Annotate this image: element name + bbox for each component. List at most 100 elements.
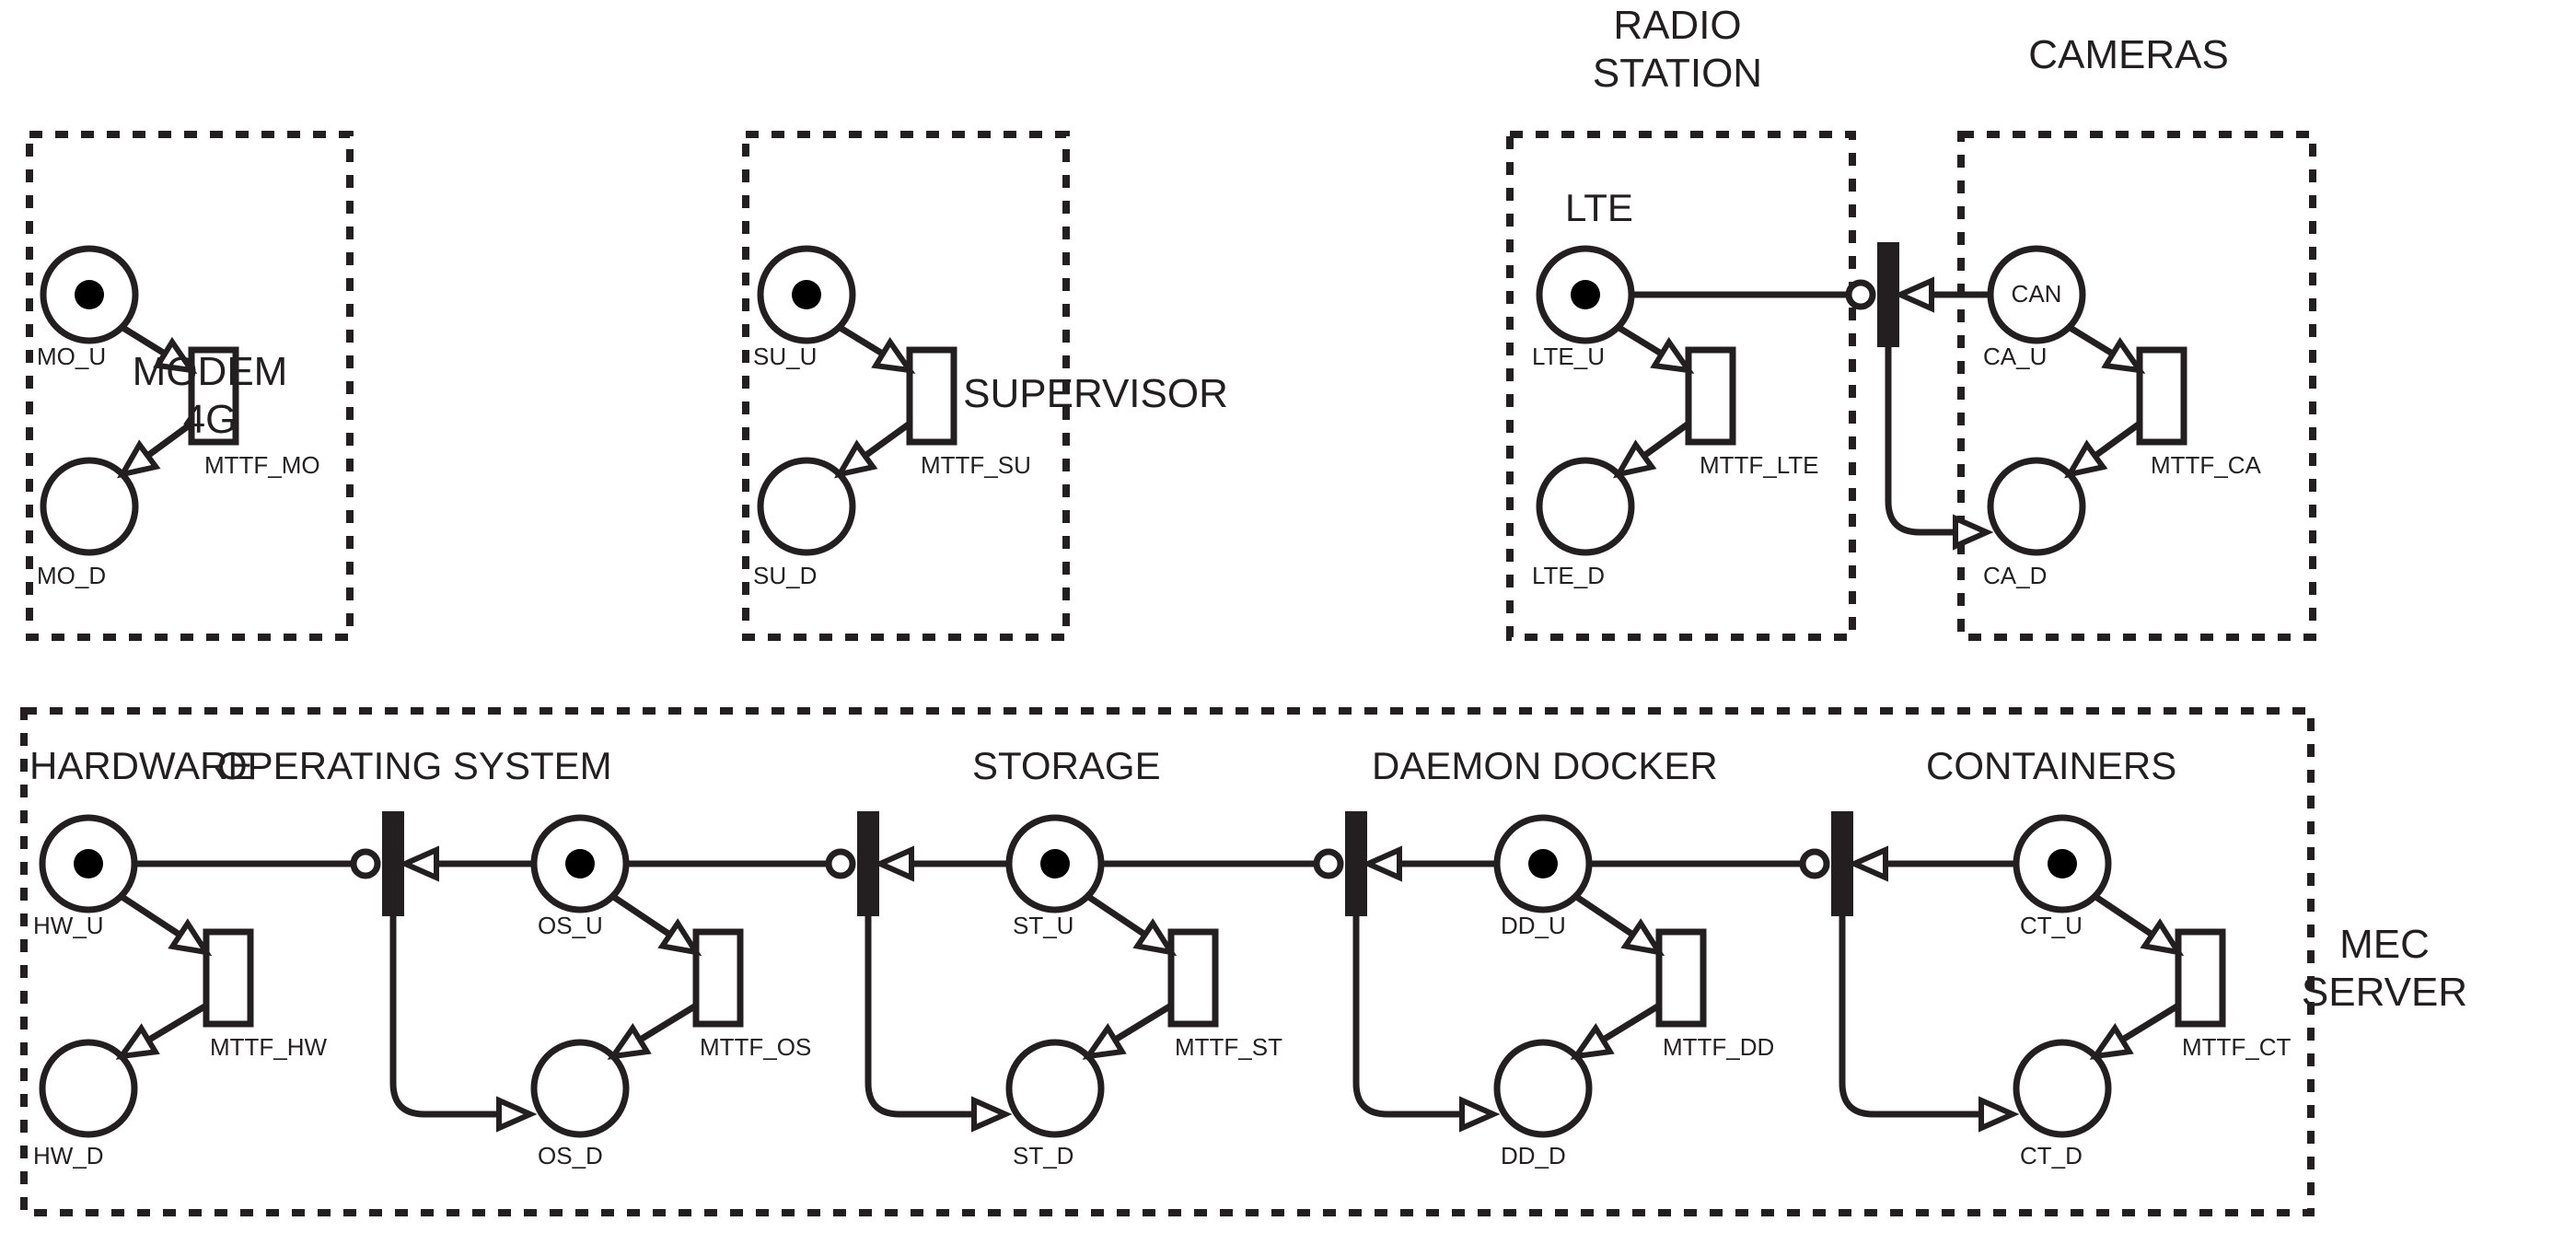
arc-ca_u-to-mttf_ca [2067, 324, 2118, 359]
group-label-supervisor: SUPERVISOR [963, 371, 1228, 416]
group-label-radio: RADIO [1613, 3, 1742, 48]
label-mttf_ct: MTTF_CT [2182, 1033, 2292, 1061]
token-os_u [565, 849, 595, 878]
arc-mo_u-to-mttf_mo [120, 324, 170, 359]
place-su_d[interactable] [757, 457, 856, 556]
timed-transition-mttf_hw[interactable] [203, 928, 254, 1028]
arc-mttf_os-to-os_d [634, 1003, 698, 1045]
timed-transition-mttf_su[interactable] [906, 346, 957, 446]
arc-t-hw-os-to-os_d [389, 915, 499, 1118]
label-os_d: OS_D [538, 1142, 603, 1169]
arc-lte_u-to-mttf_lte [1616, 324, 1667, 359]
group-label-modem: 4G [182, 397, 238, 442]
module-title-lte: LTE [1565, 186, 1633, 229]
arc-dd_u-to-mttf_dd-arrowhead [1620, 918, 1665, 957]
place-lte_d[interactable] [1536, 457, 1635, 556]
label-mttf_dd: MTTF_DD [1663, 1033, 1775, 1061]
label-su_d: SU_D [753, 562, 818, 589]
arc-ca_u-to-mttf_ca-arrowhead [2101, 337, 2146, 374]
arc-mttf_dd-to-dd_d-arrowhead [1570, 1023, 1615, 1060]
module-title-hw: HARDWARE [29, 744, 254, 787]
arc-os_u-to-mttf_os-arrowhead [657, 918, 702, 957]
arc-t-dd-ct-arrowhead [1847, 845, 1888, 882]
timed-transition-mttf_os[interactable] [692, 928, 744, 1028]
arc-t-os-st-arrowhead [873, 845, 914, 882]
inhibitor-circle-t-os-st [825, 848, 856, 879]
token-ct_u [2048, 849, 2077, 878]
arc-mttf_os-to-os_d-arrowhead [607, 1023, 652, 1060]
arc-mttf_hw-to-hw_d [143, 1002, 208, 1045]
arc-t-dd-ct-to-ct_d [1839, 915, 1981, 1118]
module-title-os: OPERATING SYSTEM [217, 744, 612, 787]
place-mo_d[interactable] [40, 457, 139, 556]
token-su_u [792, 280, 821, 309]
arc-mttf_mo-to-mo_d-arrowhead [117, 439, 161, 479]
timed-transition-mttf_st[interactable] [1167, 928, 1219, 1028]
arc-t-st-dd-arrowhead [1361, 845, 1402, 882]
arc-t-st-dd-to-dd_d-arrowhead [1459, 1096, 1501, 1133]
token-mo_u [75, 280, 104, 309]
timed-transition-mttf_dd[interactable] [1655, 928, 1707, 1028]
arc-mttf_dd-to-dd_d [1597, 1003, 1661, 1045]
arc-t-os-st-to-st_d-arrowhead [971, 1096, 1013, 1133]
label-su_u: SU_U [753, 343, 818, 370]
group-box-modem [26, 131, 354, 641]
label-mttf_su: MTTF_SU [921, 451, 1031, 479]
place-hw_d[interactable] [39, 1039, 138, 1138]
arc-mttf_st-to-st_d-arrowhead [1082, 1023, 1127, 1060]
group-label-modem: MODEM [132, 349, 288, 394]
group-label-mec: SERVER [2301, 970, 2468, 1015]
label-ct_d: CT_D [2020, 1142, 2083, 1169]
place-dd_d[interactable] [1493, 1039, 1593, 1138]
group-label-mec: MEC [2339, 922, 2430, 967]
place-st_d[interactable] [1005, 1039, 1105, 1138]
arc-os_u-to-mttf_os [610, 893, 676, 940]
place-os_d[interactable] [530, 1039, 630, 1138]
timed-transition-mttf_mo[interactable] [188, 346, 239, 446]
arc-mttf_ca-to-ca_d [2090, 421, 2142, 461]
arc-hw_u-to-mttf_hw-arrowhead [168, 918, 213, 957]
timed-transition-mttf_ca[interactable] [2136, 346, 2187, 446]
place-ca_d[interactable] [1987, 457, 2086, 556]
arc-hw_u-to-mttf_hw [119, 893, 185, 940]
label-lte_d: LTE_D [1532, 562, 1605, 589]
label-ca_u: CA_U [1983, 343, 2048, 370]
label-st_u: ST_U [1013, 912, 1074, 939]
group-box-mec [20, 707, 2315, 1216]
token-hw_u [74, 849, 103, 878]
module-title-dd: DAEMON DOCKER [1372, 744, 1718, 787]
arc-t-hw-os-arrowhead [398, 845, 439, 882]
label-dd_d: DD_D [1501, 1142, 1566, 1169]
label-mttf_ca: MTTF_CA [2151, 451, 2261, 479]
group-label-radio: STATION [1592, 51, 1763, 96]
arc-t-dd-ct-to-ct_d-arrowhead [1978, 1096, 2020, 1133]
token-dd_u [1528, 849, 1558, 878]
arc-dd_u-to-mttf_dd [1573, 893, 1639, 940]
arc-mttf_mo-to-mo_d [143, 421, 194, 461]
module-title-st: STORAGE [972, 744, 1161, 787]
arc-mttf_ca-to-ca_d-arrowhead [2063, 439, 2108, 479]
label-ca_d: CA_D [1983, 562, 2048, 589]
label-mttf_os: MTTF_OS [700, 1033, 812, 1061]
arc-mttf_hw-to-hw_d-arrowhead [115, 1023, 160, 1060]
arc-mo_u-to-mttf_mo-arrowhead [153, 336, 198, 374]
arc-mttf_lte-to-lte_d [1639, 421, 1691, 461]
arc-mttf_lte-to-lte_d-arrowhead [1612, 439, 1657, 479]
inhibitor-circle-t-lte-ca [1845, 279, 1876, 310]
place-ct_d[interactable] [2013, 1039, 2112, 1138]
timed-transition-mttf_lte[interactable] [1685, 346, 1736, 446]
arc-t-os-st-to-st_d [864, 915, 974, 1118]
arc-su_u-to-mttf_su-arrowhead [871, 337, 916, 374]
inhibitor-circle-t-dd-ct [1799, 848, 1830, 879]
inhibitor-circle-t-st-dd [1313, 848, 1344, 879]
token-lte_u [1571, 280, 1600, 309]
arc-t-lte-ca-arrowhead [1893, 276, 1934, 313]
label-dd_u: DD_U [1501, 912, 1566, 939]
arc-ct_u-to-mttf_ct-arrowhead [2140, 918, 2185, 957]
arc-mttf_su-to-su_d [860, 421, 912, 461]
arc-mttf_su-to-su_d-arrowhead [833, 439, 878, 479]
timed-transition-mttf_ct[interactable] [2175, 928, 2226, 1028]
group-box-supervisor [742, 131, 1070, 641]
